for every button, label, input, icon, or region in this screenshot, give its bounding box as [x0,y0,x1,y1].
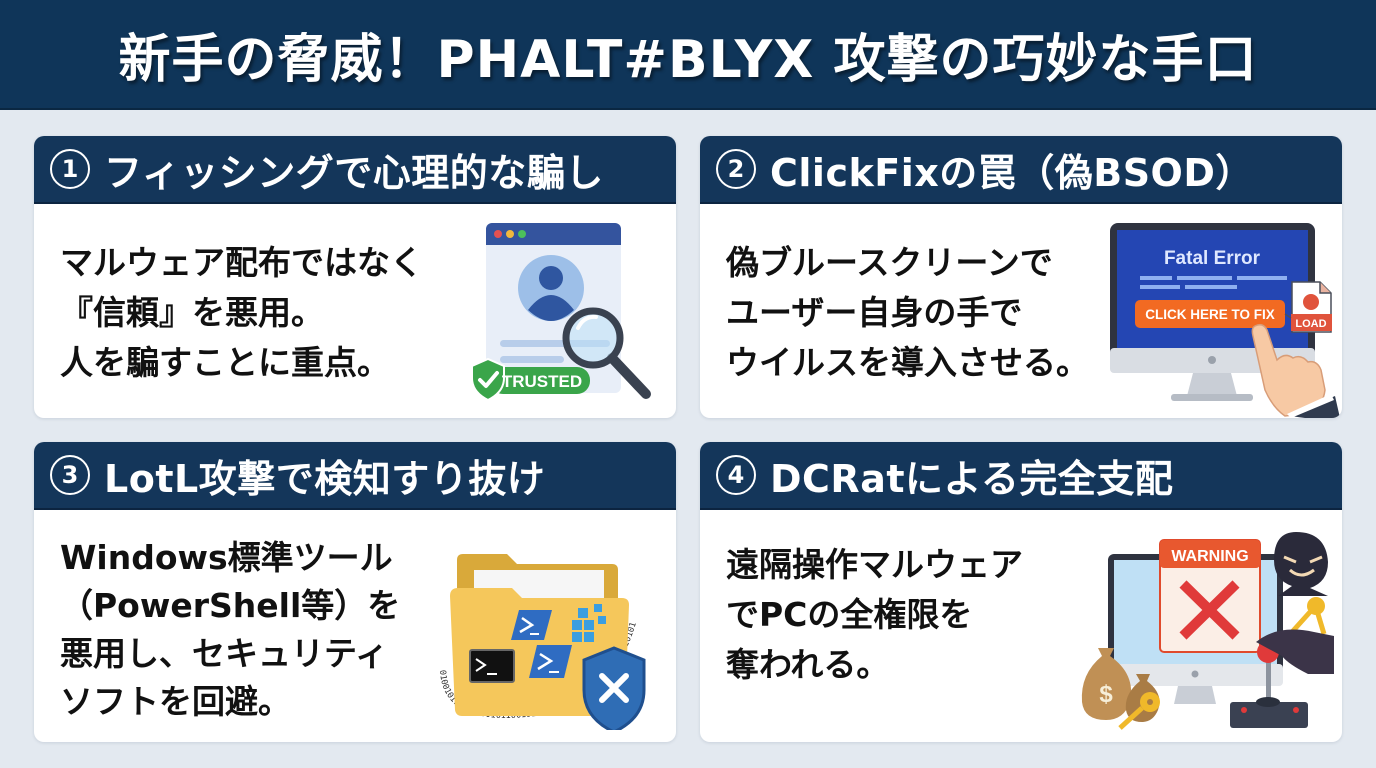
card-dcrat: 4 DCRatによる完全支配 遠隔操作マルウェア でPCの全権限を 奪われる。 … [700,442,1342,742]
number-badge: 3 [50,455,90,495]
description-line: 遠隔操作マルウェア [726,545,1023,584]
description-line: ユーザー自身の手で [726,293,1023,332]
card-title: フィッシングで心理的な騙し [104,150,604,195]
number-badge: 1 [50,149,90,189]
card-header: 2 ClickFixの罠（偽BSOD） [700,136,1342,204]
description-line: （PowerShell等）を [60,586,401,625]
shield-check-icon [471,357,590,402]
powershell-icon [511,610,552,640]
fatal-error-text: Fatal Error [1164,248,1261,269]
description-line: ウイルスを導入させる。 [726,343,1089,382]
warning-window-icon [1159,539,1261,653]
remote-control-illustration: WARNING $ [1081,532,1334,730]
warning-label: WARNING [1171,548,1248,565]
number-badge: 2 [716,149,756,189]
card-header: 3 LotL攻撃で検知すり抜け [34,442,676,510]
svg-text:$: $ [1099,681,1113,708]
card-description: マルウェア配布ではなく 『信頼』を悪用。 人を騙すことに重点。 [60,238,423,388]
key-icon [1118,692,1160,730]
lotl-illustration: 0100101110101001011001010010100000101000… [437,554,646,730]
card-description: 偽ブルースクリーンで ユーザー自身の手で ウイルスを導入させる。 [726,238,1089,388]
card-body: Windows標準ツール （PowerShell等）を 悪用し、セキュリティ ソ… [34,510,676,742]
card-title: ClickFixの罠（偽BSOD） [770,150,1254,195]
description-line: 悪用し、セキュリティ [60,634,389,673]
svg-text:LOAD: LOAD [1295,318,1326,330]
click-here-to-fix-button [1135,300,1285,328]
description-line: Windows標準ツール [60,538,393,577]
card-body: 偽ブルースクリーンで ユーザー自身の手で ウイルスを導入させる。 Fatal E… [700,204,1342,418]
card-description: 遠隔操作マルウェア でPCの全権限を 奪われる。 [726,540,1023,690]
hacker-icon [1274,532,1328,596]
card-body: マルウェア配布ではなく 『信頼』を悪用。 人を騙すことに重点。 [34,204,676,418]
powershell-icon [529,645,572,678]
number-badge: 4 [716,455,756,495]
card-title: LotL攻撃で検知すり抜け [104,456,546,501]
description-line: マルウェア配布ではなく [60,243,423,282]
registry-icon [572,604,606,642]
magnifier-icon [562,307,651,399]
card-title: DCRatによる完全支配 [770,456,1174,501]
card-lotl: 3 LotL攻撃で検知すり抜け Windows標準ツール （PowerShell… [34,442,676,742]
card-clickfix: 2 ClickFixの罠（偽BSOD） 偽ブルースクリーンで ユーザー自身の手で… [700,136,1342,418]
trusted-profile-illustration: TRUSTED [471,223,651,402]
malware-file-icon [1284,281,1332,333]
error-lines [1140,276,1287,289]
card-phishing: 1 フィッシングで心理的な騙し マルウェア配布ではなく 『信頼』を悪用。 人を騙… [34,136,676,418]
card-header: 1 フィッシングで心理的な騙し [34,136,676,204]
joystick-icon [1230,629,1334,728]
page-title: 新手の脅威！PHALT#BLYX 攻撃の巧妙な手口 [118,29,1258,90]
description-line: 人を騙すことに重点。 [60,343,390,382]
user-profile-icon [518,255,584,321]
description-line: 奪われる。 [726,645,890,684]
description-line: 『信頼』を悪用。 [60,293,324,332]
fake-bsod-illustration: Fatal Error CLICK HERE TO FIX LOAD [1110,223,1340,418]
title-banner: 新手の脅威！PHALT#BLYX 攻撃の巧妙な手口 [0,0,1376,110]
card-body: 遠隔操作マルウェア でPCの全権限を 奪われる。 WARNING [700,510,1342,742]
card-header: 4 DCRatによる完全支配 [700,442,1342,510]
trusted-badge: TRUSTED [502,372,582,391]
svg-text:CLICK HERE TO FIX: CLICK HERE TO FIX [1145,307,1275,322]
card-description: Windows標準ツール （PowerShell等）を 悪用し、セキュリティ ソ… [60,534,400,726]
description-line: でPCの全権限を [726,595,973,634]
key-icon [1290,597,1327,635]
description-line: ソフトを回避。 [60,682,291,721]
description-line: 偽ブルースクリーンで [726,243,1053,282]
shield-x-icon [582,646,646,730]
terminal-icon [469,649,515,683]
pointing-hand-icon [1251,323,1340,418]
